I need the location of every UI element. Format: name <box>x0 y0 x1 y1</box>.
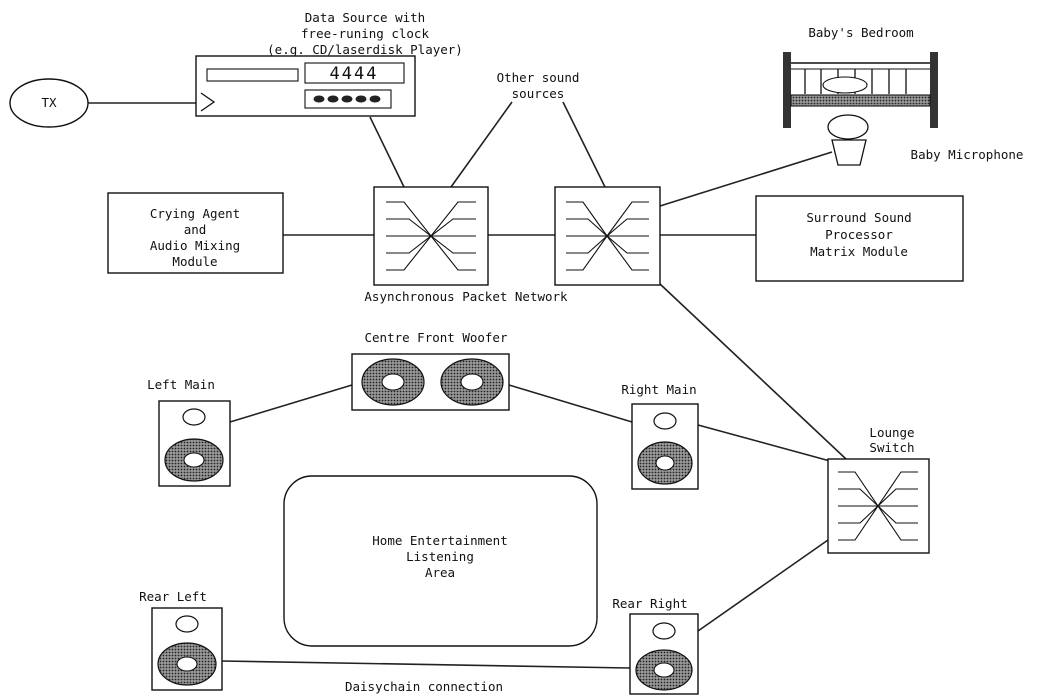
tweeter <box>652 622 676 640</box>
disc-tray <box>206 68 299 82</box>
left-main-speaker: Left Main <box>147 377 231 487</box>
right-main-link <box>508 384 633 423</box>
network-switch-left <box>373 186 489 286</box>
data-source: Data Source with free-runing clock (e.g.… <box>195 10 463 117</box>
other-sources-label-1: Other sound <box>497 70 580 85</box>
surround-label-1: Surround Sound <box>806 210 911 225</box>
surround-label-3: Matrix Module <box>810 244 908 259</box>
cot-mattress <box>790 94 931 107</box>
tweeter <box>175 615 199 633</box>
listening-area-label-3: Area <box>425 565 455 580</box>
tweeter <box>653 412 677 430</box>
switch-crossbar-icon <box>386 201 476 271</box>
network-switch-right <box>554 186 661 286</box>
woofer-right-cone <box>440 358 504 406</box>
tx-ellipse <box>9 78 89 128</box>
centre-front-woofer: Centre Front Woofer <box>351 330 510 411</box>
other-sources-link-2 <box>562 101 606 188</box>
rear-right-label: Rear Right <box>612 596 687 611</box>
lounge-switch-link <box>659 283 847 460</box>
tweeter <box>182 408 206 426</box>
crying-agent-label-1: Crying Agent <box>150 206 240 221</box>
baby-microphone-label: Baby Microphone <box>911 147 1024 162</box>
cot-post-right <box>930 52 938 128</box>
tx-node: TX <box>9 78 89 128</box>
left-main-label: Left Main <box>147 377 215 392</box>
baby-icon <box>822 76 868 94</box>
cot-post-left <box>783 52 791 128</box>
data-source-label-2: free-runing clock <box>301 26 429 41</box>
crying-agent-label-4: Module <box>172 254 217 269</box>
microphone-icon <box>831 139 867 166</box>
listening-area-label-2: Listening <box>406 549 474 564</box>
crying-agent-box <box>107 192 284 274</box>
crying-agent-module: Crying Agent and Audio Mixing Module <box>107 192 284 274</box>
right-main-speaker: Right Main <box>621 382 699 490</box>
lounge-switch-label-1: Lounge <box>869 425 914 440</box>
tx-label: TX <box>41 95 57 110</box>
listening-area-label-1: Home Entertainment <box>372 533 507 548</box>
other-sources-label-2: sources <box>512 86 565 101</box>
data-source-label-1: Data Source with <box>305 10 425 25</box>
source-to-network-link <box>369 116 405 188</box>
centre-front-woofer-label: Centre Front Woofer <box>365 330 508 345</box>
clock-display <box>304 62 405 84</box>
rear-left-speaker: Rear Left <box>139 589 223 691</box>
surround-label-2: Processor <box>825 227 893 242</box>
rear-right-speaker: Rear Right <box>612 596 699 695</box>
play-icon <box>200 92 216 112</box>
microphone-head <box>827 114 869 140</box>
surround-box <box>755 195 964 282</box>
rear-left-label: Rear Left <box>139 589 207 604</box>
listening-area: Home Entertainment Listening Area <box>283 475 598 647</box>
right-main-to-switch-link <box>697 424 831 462</box>
connection-wires <box>88 101 847 669</box>
network-label: Asynchronous Packet Network <box>364 289 568 304</box>
switch-crossbar-icon <box>838 471 918 541</box>
lounge-switch: Lounge Switch <box>827 425 930 554</box>
daisychain-label: Daisychain connection <box>345 679 503 694</box>
daisychain-link <box>221 660 631 669</box>
crying-agent-label-3: Audio Mixing <box>150 238 240 253</box>
control-buttons <box>313 95 381 103</box>
baby-bedroom-label: Baby's Bedroom <box>808 25 913 40</box>
listening-area-outline <box>283 475 598 647</box>
clock-display-digits: 4444 <box>330 64 379 84</box>
surround-processor-module: Surround Sound Processor Matrix Module <box>755 195 964 282</box>
right-main-label: Right Main <box>621 382 696 397</box>
rear-right-to-switch-link <box>697 539 829 632</box>
baby-bedroom: Baby's Bedroom Baby Microphone <box>783 25 1024 166</box>
woofer-left-cone <box>361 358 425 406</box>
lounge-switch-label-2: Switch <box>869 440 914 455</box>
left-main-link <box>229 384 353 423</box>
crying-agent-label-2: and <box>184 222 207 237</box>
switch-crossbar-icon <box>566 201 649 271</box>
baby-mic-link <box>659 151 833 207</box>
other-sources-link-1 <box>450 101 513 188</box>
data-source-label-3: (e.g. CD/laserdisk Player) <box>267 42 463 57</box>
